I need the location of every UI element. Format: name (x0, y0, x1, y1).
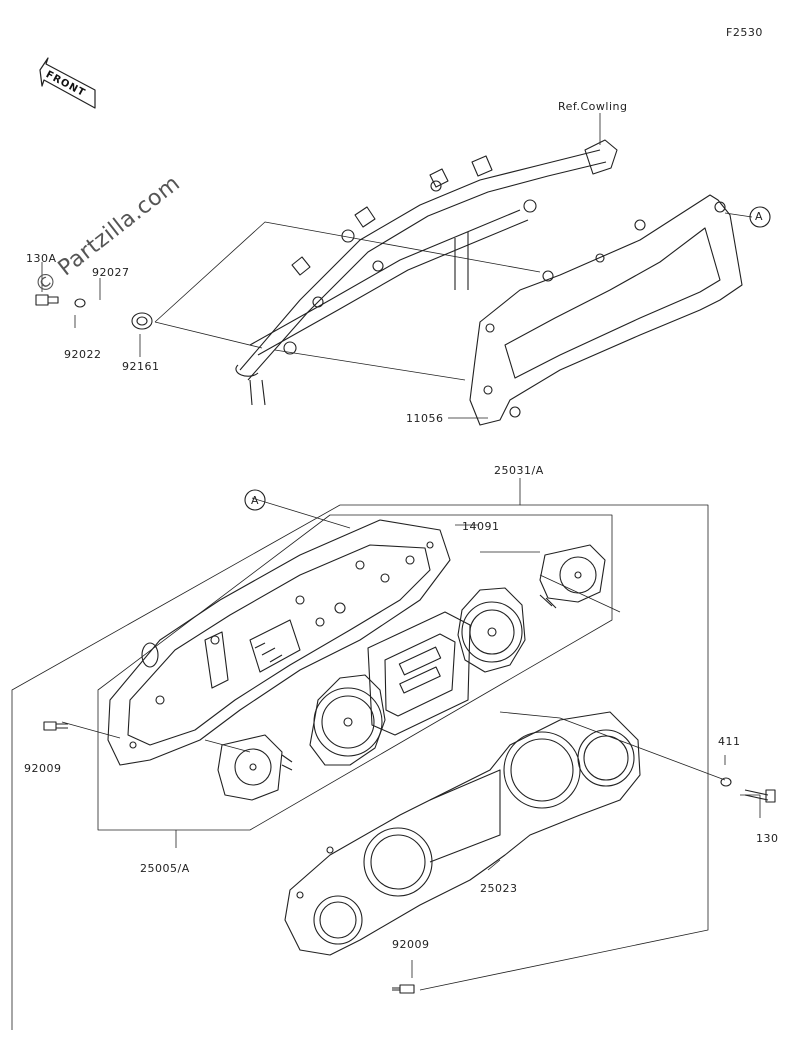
small-gauge-left (217, 734, 293, 801)
part-92009-bottom: 92009 (392, 938, 430, 951)
front-arrow-icon (39, 57, 96, 109)
tachometer-dial (457, 587, 526, 673)
leader-lines-top (41, 113, 753, 419)
callout-a-bottom: A (251, 494, 260, 507)
assembly-box-outline (11, 478, 761, 1030)
part-92009-left: 92009 (24, 762, 62, 775)
part-11056: 11056 (406, 412, 444, 425)
lcd-panel (367, 611, 471, 736)
part-25031A: 25031/A (494, 464, 544, 477)
ref-cowling-label: Ref.Cowling (558, 100, 628, 113)
part-130A: 130A (26, 252, 57, 265)
cowling-bracket-frame (235, 139, 618, 406)
meter-cover (284, 711, 641, 956)
callout-a-circle-bottom (244, 489, 266, 511)
figure-code: F2530 (726, 26, 763, 39)
small-gauge-right (539, 544, 606, 609)
part-130: 130 (756, 832, 779, 845)
callout-a-top: A (755, 210, 764, 223)
part-411: 411 (718, 735, 741, 748)
bottom-hardware (43, 721, 776, 994)
callout-a-circle-top (749, 206, 771, 228)
cowling-stay-plate (469, 194, 743, 426)
hardware-set-top (35, 294, 153, 330)
speedometer-dial (309, 674, 386, 766)
meter-case (107, 519, 451, 766)
part-25005A: 25005/A (140, 862, 190, 875)
part-92161: 92161 (122, 360, 160, 373)
part-92027: 92027 (92, 266, 130, 279)
part-92022: 92022 (64, 348, 102, 361)
part-14091: 14091 (462, 520, 500, 533)
part-25023: 25023 (480, 882, 518, 895)
